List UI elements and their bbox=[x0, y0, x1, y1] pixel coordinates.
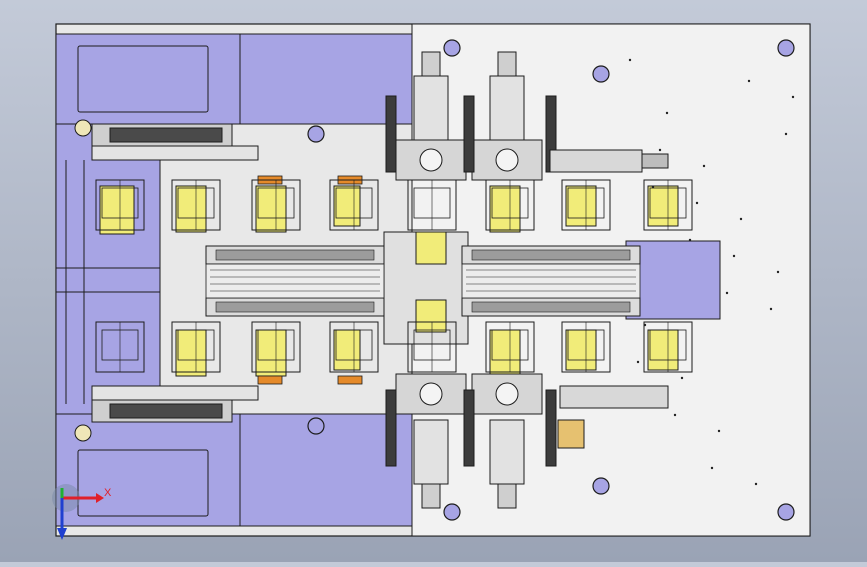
mounting-holes bbox=[307, 39, 795, 521]
x-axis-label: X bbox=[104, 487, 112, 499]
left-panels bbox=[55, 33, 413, 527]
right-bottom-cylinder bbox=[557, 385, 669, 449]
vertical-cylinders bbox=[385, 51, 557, 509]
right-top-cylinder bbox=[549, 149, 669, 173]
right-panel bbox=[625, 240, 721, 320]
linear-rails bbox=[205, 245, 641, 317]
actuator-blocks bbox=[99, 175, 679, 385]
top-left-window bbox=[77, 45, 209, 113]
bottom-left-window bbox=[77, 449, 209, 517]
left-arm-assemblies bbox=[74, 119, 259, 442]
axis-triad: X bbox=[52, 484, 112, 540]
